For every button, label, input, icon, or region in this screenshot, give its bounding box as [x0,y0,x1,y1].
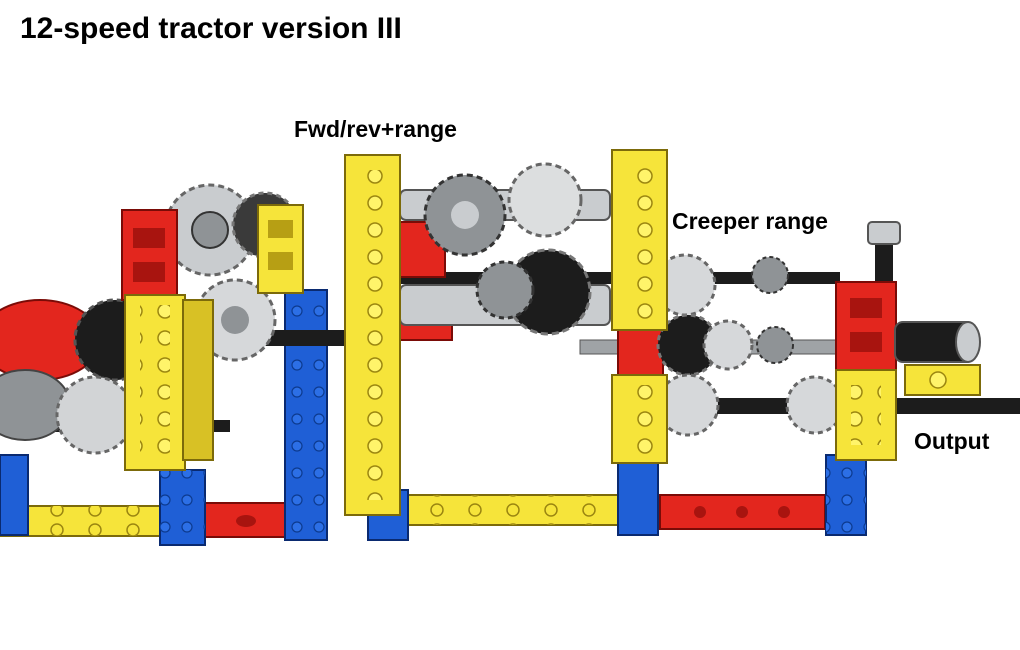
label-creeper-range: Creeper range [672,208,828,234]
red-block-right [835,281,897,373]
creeper-gears [653,221,981,437]
red-block-center-right [617,329,664,376]
yellow-liftarms [124,149,981,516]
diagram-title: 12-speed tractor version III [20,12,402,45]
label-fwd-rev-range: Fwd/rev+range [294,116,457,142]
label-output: Output [914,428,990,454]
yellow-beam-small [257,204,304,294]
base-frame [0,494,826,538]
red-block-left-top [121,209,178,301]
